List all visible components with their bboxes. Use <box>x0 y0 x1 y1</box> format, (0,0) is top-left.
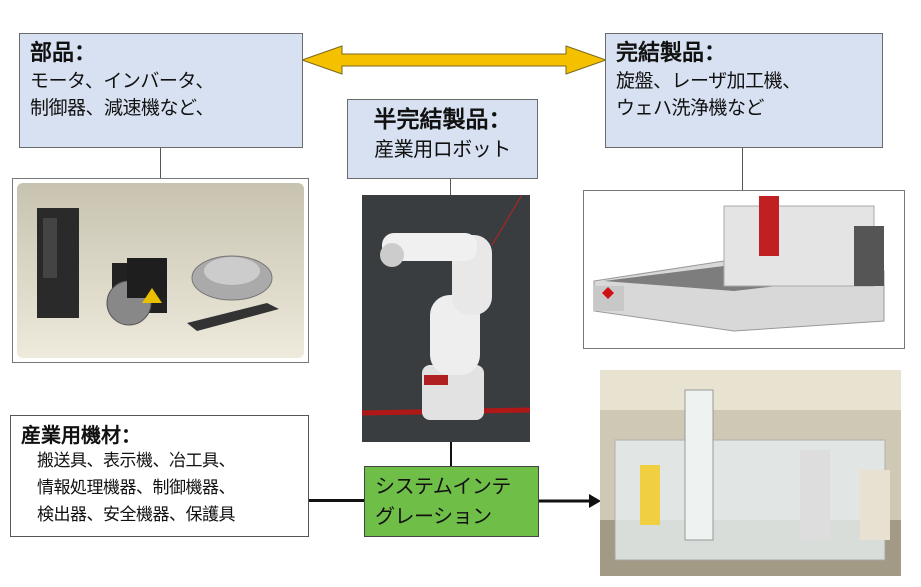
connector-line <box>160 148 161 178</box>
industrial-robot-image <box>362 195 530 442</box>
finished-title: 完結製品： <box>616 41 727 66</box>
system-integration-box: システムインテ グレーション <box>364 466 539 537</box>
parts-line: モータ、インバータ、 <box>30 70 214 92</box>
connector-line <box>742 148 743 190</box>
laser-machine-photo <box>583 190 905 349</box>
semi-finished-title: 半完結製品： <box>373 107 512 133</box>
parts-title: 部品： <box>30 41 97 66</box>
bidirectional-arrow <box>300 45 608 75</box>
finished-line: 旋盤、レーザ加工機、 <box>616 70 801 92</box>
semi-finished-subtitle: 産業用ロボット <box>374 137 511 161</box>
materials-box: 産業用機材： 搬送具、表示機、冶工具、 情報処理機器、制御機器、 検出器、安全機… <box>10 415 309 537</box>
motor-components-image <box>17 183 304 358</box>
connector-line <box>309 499 364 502</box>
arrow-right <box>539 494 601 508</box>
materials-line: 検出器、安全機器、保護具 <box>37 505 236 525</box>
integrated-system-image <box>600 370 901 576</box>
connector-line <box>450 442 452 466</box>
integration-line: グレーション <box>375 504 492 528</box>
parts-box: 部品： モータ、インバータ、 制御器、減速機など、 <box>19 33 303 148</box>
parts-line: 制御器、減速機など、 <box>30 97 215 119</box>
materials-line: 搬送具、表示機、冶工具、 <box>37 451 236 471</box>
integration-line: システムインテ <box>375 474 511 498</box>
finished-box: 完結製品： 旋盤、レーザ加工機、 ウェハ洗浄機など <box>605 33 883 148</box>
parts-photo <box>12 178 309 363</box>
semi-finished-box: 半完結製品： 産業用ロボット <box>347 99 538 179</box>
laser-machine-image <box>584 191 904 348</box>
finished-line: ウェハ洗浄機など <box>616 97 765 119</box>
connector-line <box>450 179 451 195</box>
materials-title: 産業用機材： <box>21 423 141 447</box>
materials-line: 情報処理機器、制御機器、 <box>37 478 236 498</box>
